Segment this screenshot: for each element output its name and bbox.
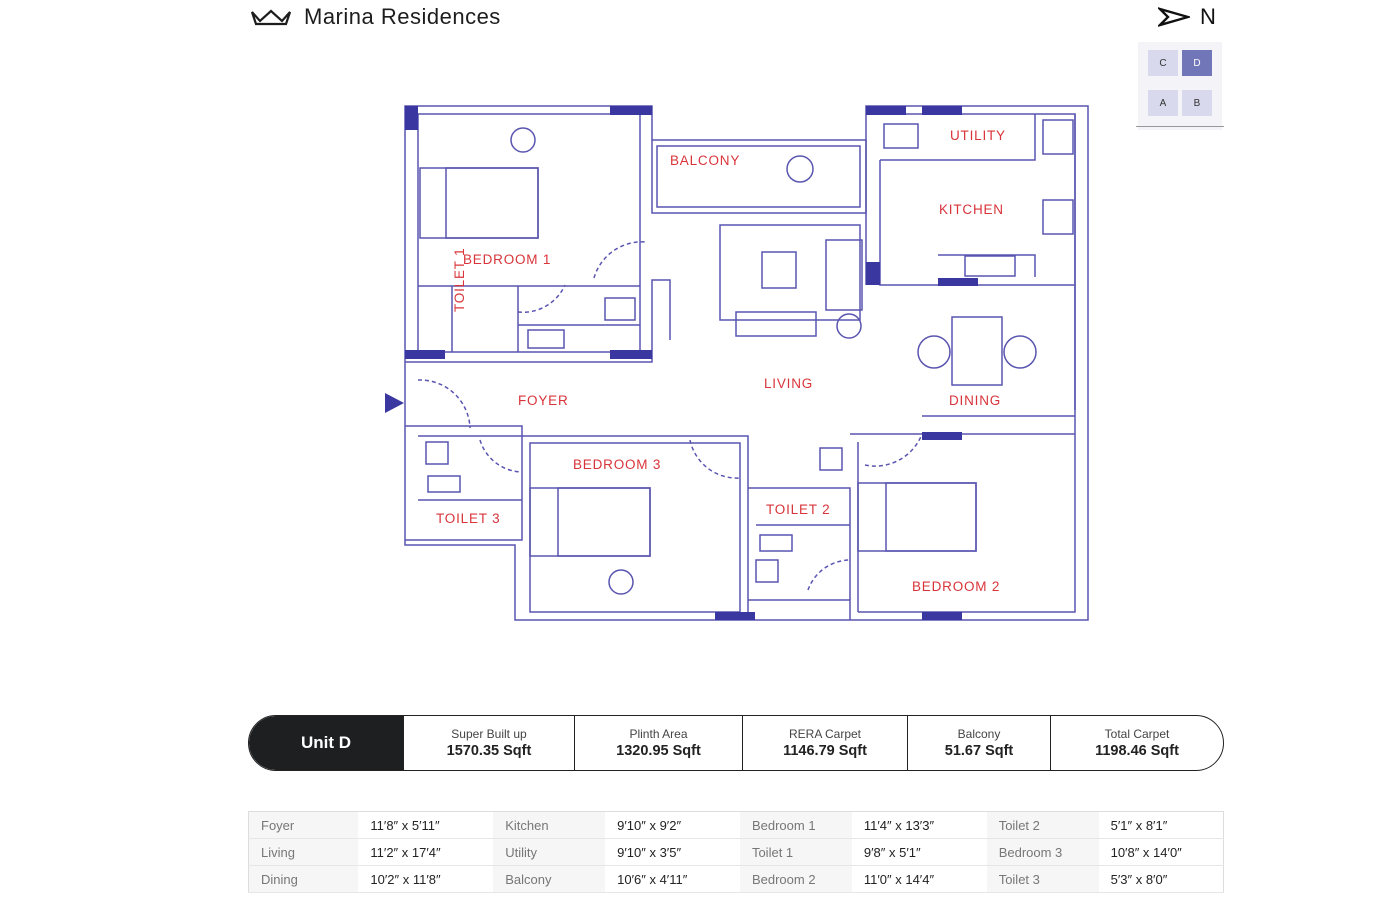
- room-size: 9′8″ x 5′1″: [851, 838, 987, 866]
- room-size: 11′0″ x 14′4″: [851, 865, 987, 893]
- room-size: 10′2″ x 11′8″: [358, 865, 494, 893]
- room-label-kitchen: KITCHEN: [939, 202, 1004, 217]
- room-name: Bedroom 2: [739, 865, 852, 893]
- room-label-toilet2: TOILET 2: [766, 502, 831, 517]
- summary-label: RERA Carpet: [788, 727, 862, 741]
- room-size: 10′8″ x 14′0″: [1098, 838, 1224, 866]
- outer-walls: [404, 105, 1089, 621]
- brand-logo: Marina Residences: [250, 4, 501, 30]
- key-unit-b: B: [1182, 90, 1212, 116]
- summary-label: Super Built up: [451, 727, 527, 741]
- summary-value: 51.67 Sqft: [944, 743, 1014, 759]
- room-label-living: LIVING: [764, 376, 814, 391]
- room-name: Kitchen: [493, 811, 606, 839]
- room-label-toilet3: TOILET 3: [436, 511, 501, 526]
- summary-label: Plinth Area: [629, 727, 688, 741]
- summary-value: 1146.79 Sqft: [783, 743, 867, 759]
- summary-value: 1198.46 Sqft: [1095, 743, 1179, 759]
- room-label-toilet1: TOILET 1: [452, 247, 467, 312]
- key-unit-c: C: [1148, 50, 1178, 76]
- key-unit-d: D: [1182, 50, 1212, 76]
- room-size: 10′6″ x 4′11″: [605, 865, 740, 893]
- room-label-bedroom1: BEDROOM 1: [463, 252, 552, 267]
- room-label-utility: UTILITY: [950, 128, 1006, 143]
- key-plan: C D A B: [1136, 42, 1224, 130]
- room-size: 11′2″ x 17′4″: [358, 838, 494, 866]
- room-name: Toilet 2: [986, 811, 1099, 839]
- summary-value: 1570.35 Sqft: [446, 743, 532, 759]
- key-road: [1136, 126, 1224, 127]
- brand-name: Marina Residences: [304, 4, 501, 29]
- key-unit-a: A: [1148, 90, 1178, 116]
- room-name: Foyer: [248, 811, 359, 839]
- room-name: Bedroom 3: [986, 838, 1099, 866]
- summary-total-carpet: Total Carpet 1198.46 Sqft: [1050, 716, 1223, 770]
- room-label-balcony: BALCONY: [670, 153, 741, 168]
- room-name: Balcony: [493, 865, 606, 893]
- room-name: Toilet 1: [739, 838, 852, 866]
- room-size: 5′1″ x 8′1″: [1098, 811, 1224, 839]
- room-size: 11′4″ x 13′3″: [851, 811, 987, 839]
- room-size: 9′10″ x 3′5″: [605, 838, 740, 866]
- area-summary: Unit D Super Built up 1570.35 Sqft Plinth…: [248, 715, 1224, 771]
- room-name: Living: [248, 838, 359, 866]
- summary-value: 1320.95 Sqft: [616, 743, 701, 759]
- room-size: 9′10″ x 9′2″: [605, 811, 740, 839]
- unit-badge: Unit D: [249, 716, 403, 770]
- room-label-dining: DINING: [949, 393, 1002, 408]
- summary-balcony: Balcony 51.67 Sqft: [907, 716, 1050, 770]
- north-label: N: [1200, 4, 1216, 29]
- floor-plan: [385, 105, 1089, 621]
- room-name: Bedroom 1: [739, 811, 852, 839]
- room-name: Toilet 3: [986, 865, 1099, 893]
- furniture: [419, 119, 1074, 595]
- doors: [417, 241, 923, 591]
- room-size: 11′8″ x 5′11″: [358, 811, 494, 839]
- summary-rera-carpet: RERA Carpet 1146.79 Sqft: [742, 716, 907, 770]
- summary-label: Balcony: [957, 727, 1001, 741]
- summary-label: Total Carpet: [1104, 727, 1170, 741]
- room-label-bedroom2: BEDROOM 2: [912, 579, 1001, 594]
- north-indicator: N: [1158, 4, 1216, 30]
- room-label-bedroom3: BEDROOM 3: [573, 457, 662, 472]
- room-name: Utility: [493, 838, 606, 866]
- room-label-foyer: FOYER: [518, 393, 569, 408]
- summary-plinth-area: Plinth Area 1320.95 Sqft: [574, 716, 742, 770]
- room-name: Dining: [248, 865, 359, 893]
- wall-blocks: [385, 106, 978, 620]
- entrance-arrow-icon: [385, 393, 404, 413]
- crown-icon: [250, 9, 292, 26]
- room-size: 5′3″ x 8′0″: [1098, 865, 1224, 893]
- north-arrow-icon: [1158, 7, 1190, 27]
- summary-super-built-up: Super Built up 1570.35 Sqft: [403, 716, 574, 770]
